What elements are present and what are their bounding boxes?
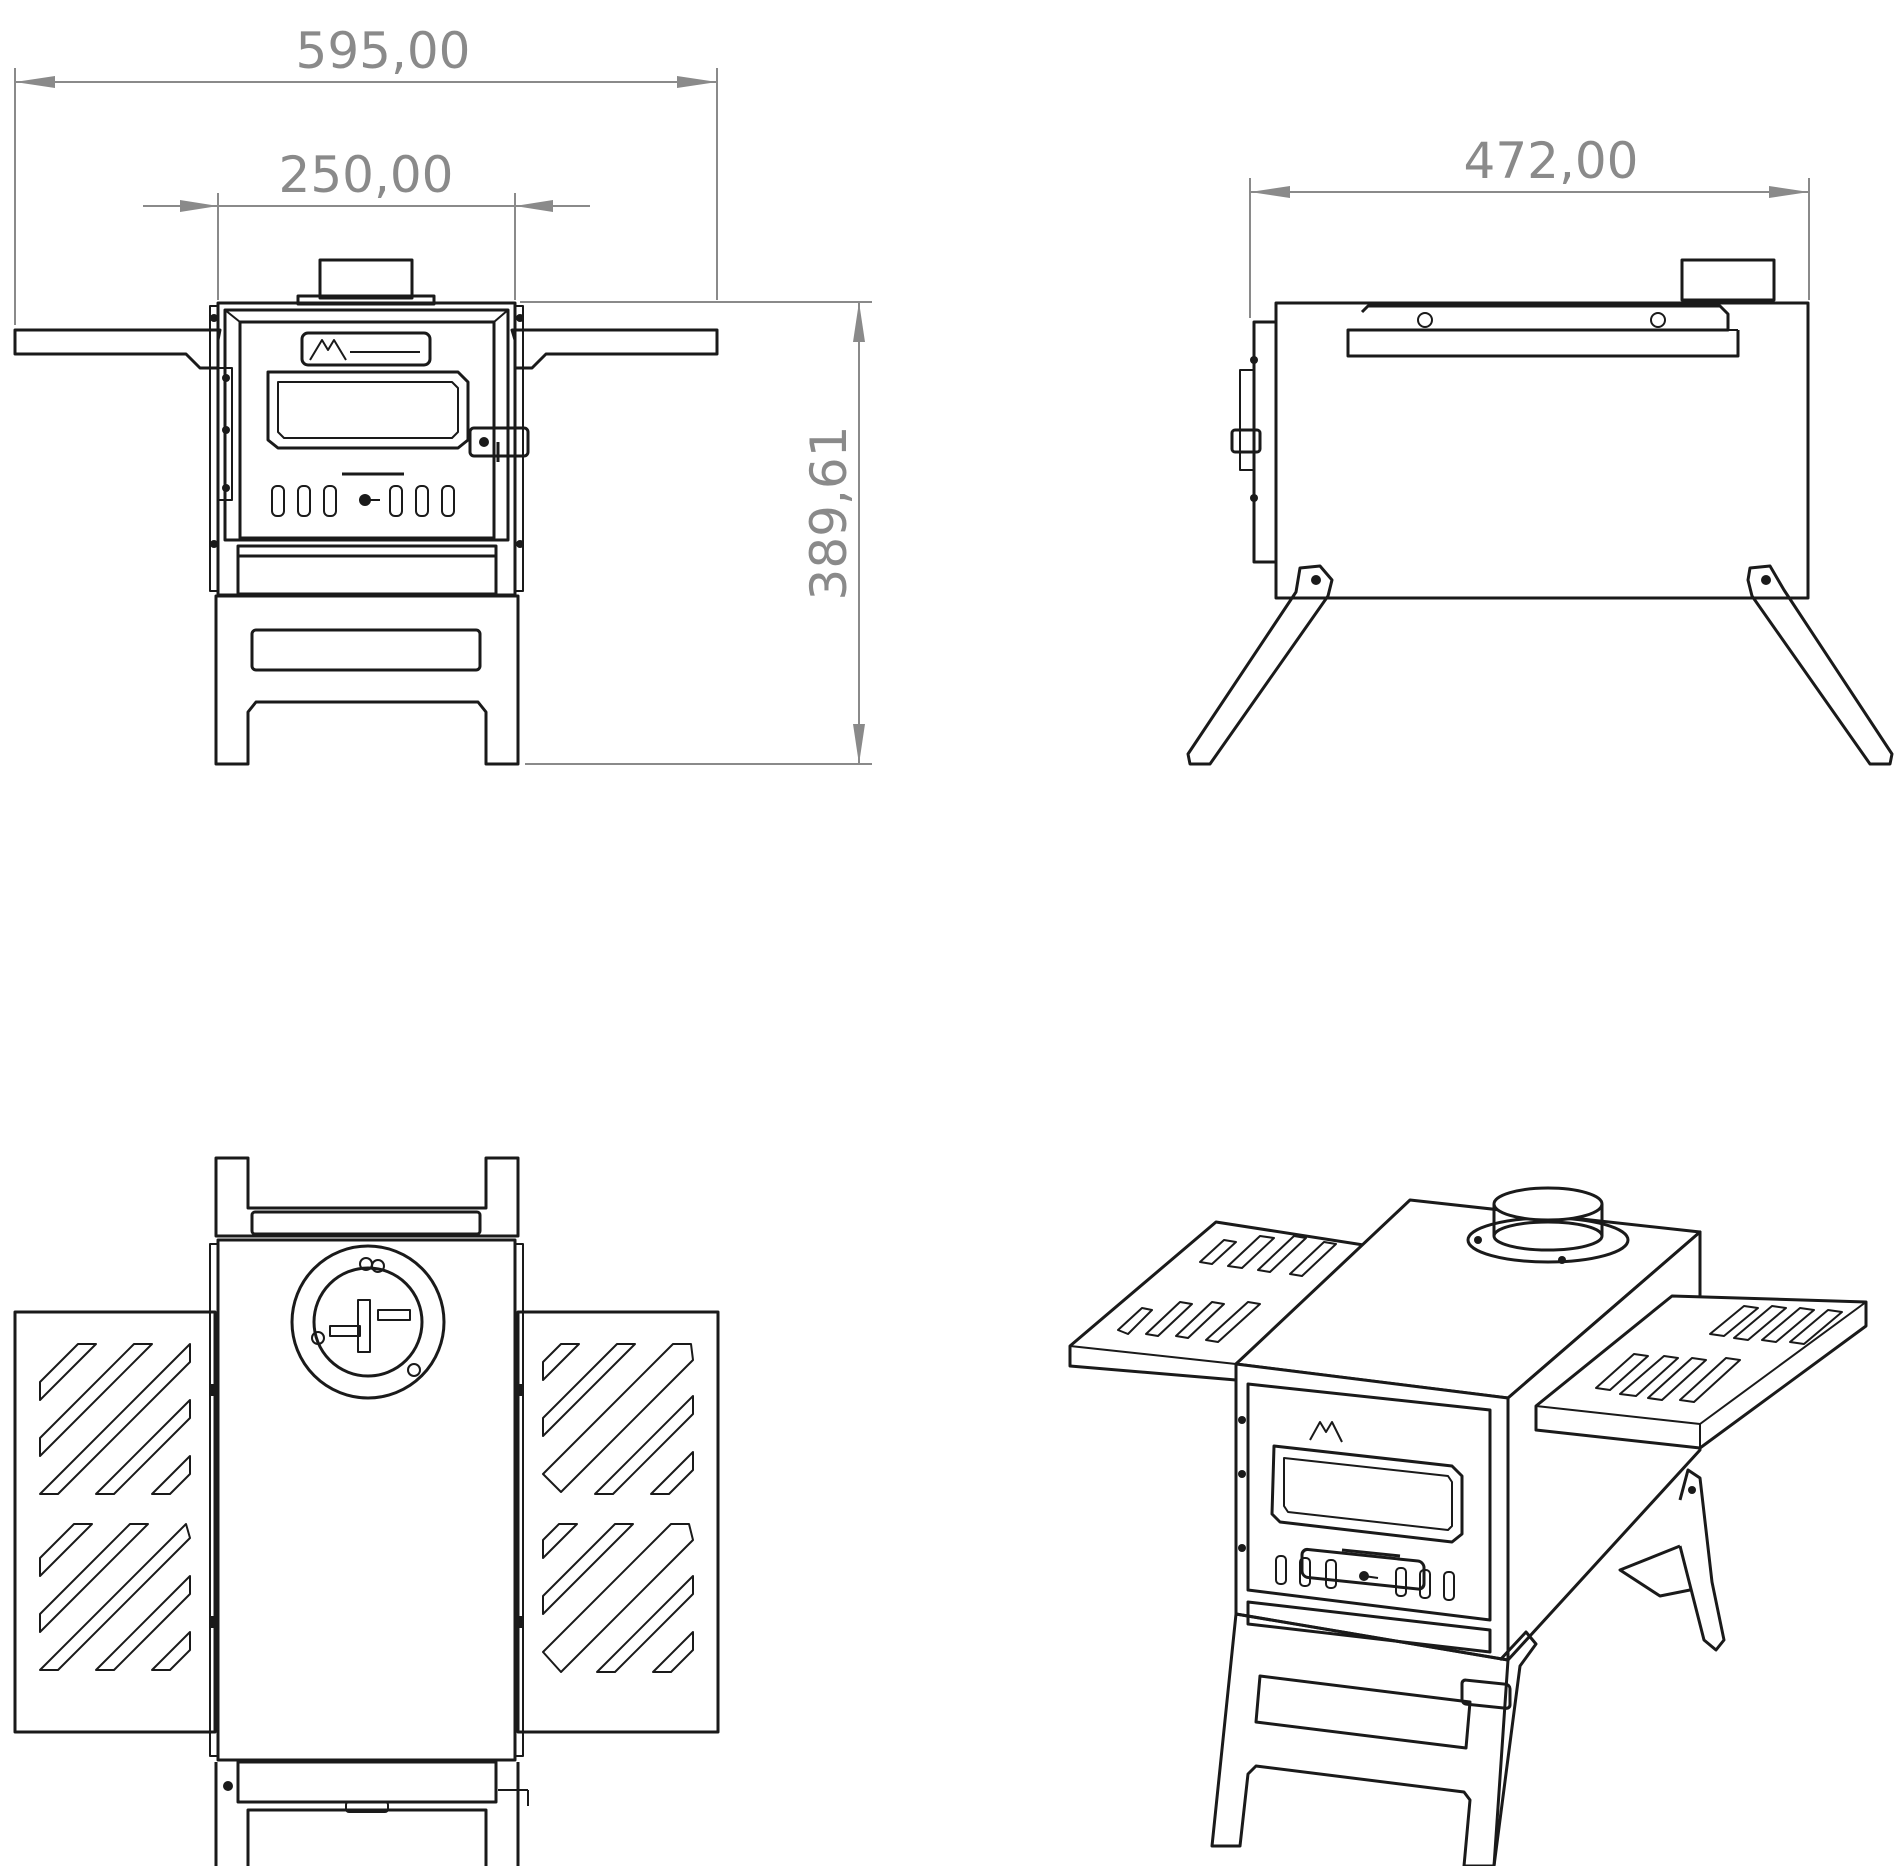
depth-label: 472,00 <box>1464 132 1639 190</box>
mountain-logo-icon <box>1309 1421 1343 1443</box>
dimension-body-width: 250,00 <box>143 146 590 300</box>
dimension-height: 389,61 <box>520 301 872 765</box>
top-view-left-shelf-slots <box>39 1343 191 1671</box>
isometric-right-shelf-slots <box>1595 1305 1843 1403</box>
side-view <box>1186 258 1894 766</box>
body-width-label: 250,00 <box>279 146 454 204</box>
top-view <box>13 1156 720 1866</box>
dimension-depth: 472,00 <box>1249 132 1810 318</box>
isometric-left-shelf-slots <box>1117 1235 1337 1343</box>
overall-width-label: 595,00 <box>296 22 471 80</box>
front-view <box>13 258 719 766</box>
top-view-right-shelf-slots <box>542 1343 694 1673</box>
isometric-view <box>1068 1186 1868 1866</box>
height-label: 389,61 <box>800 426 858 601</box>
mountain-logo-icon <box>309 339 420 361</box>
dimension-overall-width: 595,00 <box>14 22 718 325</box>
